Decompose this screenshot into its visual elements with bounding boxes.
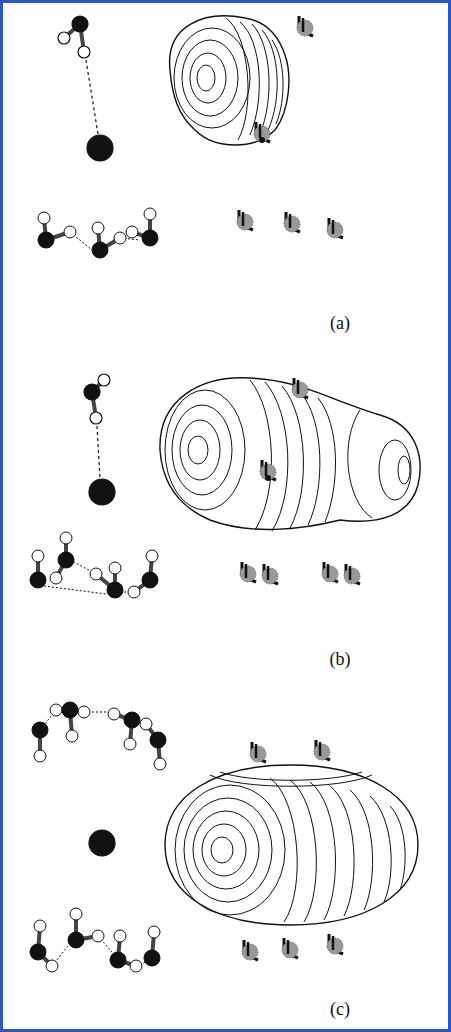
contour-surface (165, 765, 418, 925)
molecule (38, 16, 158, 258)
panel-label: (c) (330, 1000, 350, 1018)
contour-surface (170, 16, 289, 145)
molecule (30, 374, 158, 598)
panel-label: (b) (330, 650, 351, 668)
panel-label: (a) (330, 314, 350, 332)
contour-surface (160, 378, 420, 531)
molecule (30, 702, 166, 972)
